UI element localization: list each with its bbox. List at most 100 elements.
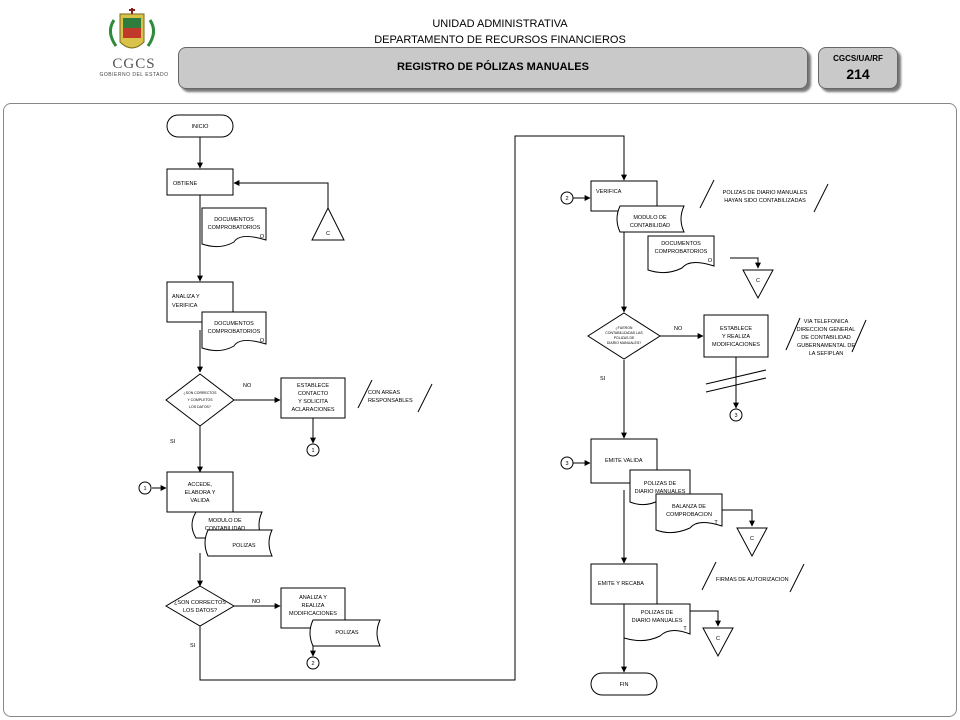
document-comprobatorios-1 <box>201 207 267 248</box>
note-polizas-line1: POLIZAS DE DIARIO MANUALES <box>723 190 808 196</box>
department-heading: DEPARTAMENTO DE RECURSOS FINANCIEROS <box>374 34 626 46</box>
polizas-1-label: POLIZAS <box>232 543 256 549</box>
analiza-realiza-line1: ANALIZA Y <box>299 595 327 601</box>
process-establece-realiza <box>703 314 769 358</box>
note-tel-line2: DIRECCION GENERAL <box>797 327 856 333</box>
logo-name: CGCS <box>112 56 156 72</box>
document-3-line2: COMPROBATORIOS <box>655 249 708 255</box>
decision-1-si: SI <box>170 439 176 445</box>
document-1-line1: DOCUMENTOS <box>214 217 254 223</box>
document-comprobatorios-3 <box>647 235 715 274</box>
document-2-line2: COMPROBATORIOS <box>208 329 261 335</box>
establece-2-line2: Y REALIZA <box>722 334 750 340</box>
note-firmas-bracket-left <box>701 561 717 591</box>
decision-2-no: NO <box>252 599 261 605</box>
decision-3-line1: ¿FUERON <box>616 326 633 330</box>
connector-2 <box>306 656 320 670</box>
analiza-realiza-line2: REALIZA <box>302 603 325 609</box>
decision-1 <box>165 373 235 427</box>
analiza-realiza-line3: MODIFICACIONES <box>289 611 337 617</box>
coat-of-arms-icon <box>109 8 155 49</box>
unit-heading: UNIDAD ADMINISTRATIVA <box>432 18 568 30</box>
decision-2 <box>165 585 235 627</box>
note-areas-line2: RESPONSABLES <box>368 398 413 404</box>
balanza-line2: COMPROBACION <box>666 512 712 518</box>
establece-line1: ESTABLECE <box>297 383 329 389</box>
document-polizas-diario-2 <box>623 603 691 642</box>
storage-polizas-1 <box>204 529 273 557</box>
polizas-3-line2: DIARIO MANUALES <box>635 489 686 495</box>
polizas-3-line1: POLIZAS DE <box>644 481 677 487</box>
process-obtiene-label: OBTIENE <box>173 181 197 187</box>
decision-3-no: NO <box>674 326 683 332</box>
note-tel-bracket-left <box>785 317 801 351</box>
establece-line2: CONTACTO <box>298 391 329 397</box>
decision-1-line3: LOS DATOS? <box>189 405 211 409</box>
process-analiza-line1: ANALIZA Y <box>172 294 200 300</box>
archive-2-label: C <box>756 278 760 284</box>
flow-break-line-2 <box>705 377 767 393</box>
connector-1-return-label: 1 <box>143 486 146 492</box>
accede-line2: ELABORA Y <box>185 490 216 496</box>
logo <box>92 8 172 80</box>
document-2-copy: O <box>260 338 265 344</box>
process-obtiene <box>166 168 234 196</box>
code-box: CGCS/UA/RF 214 <box>818 47 898 89</box>
archive-triangle-3 <box>736 527 768 558</box>
decision-1-line2: Y COMPLETOS <box>187 398 213 402</box>
balanza-line1: BALANZA DE <box>672 504 706 510</box>
polizas-4-line1: POLIZAS DE <box>641 610 674 616</box>
note-polizas-line2: HAYAN SIDO CONTABILIZADAS <box>724 198 806 204</box>
archive-triangle-1 <box>311 206 345 241</box>
emite-valida-label: EMITE VALIDA <box>605 458 643 464</box>
connector-1 <box>306 443 320 457</box>
note-tel-bracket-right <box>851 319 867 353</box>
archive-1-label: C <box>326 231 330 237</box>
page-number: 214 <box>846 66 870 82</box>
note-areas-line1: CON AREAS <box>368 390 400 396</box>
balanza-copy: T <box>714 520 718 526</box>
connector-2-return-label: 2 <box>565 196 568 202</box>
accede-line1: ACCEDE, <box>188 482 213 488</box>
establece-line3: Y SOLICITA <box>298 399 328 405</box>
polizas-4-copy: T <box>683 626 687 632</box>
process-verifica-label: VERIFICA <box>596 189 622 195</box>
note-tel-line1: VIA TELEFONICA <box>804 319 849 325</box>
note-tel-line3: DE CONTABILIDAD <box>801 335 850 341</box>
connector-3-return <box>560 456 574 470</box>
process-establece-contacto <box>280 377 346 419</box>
note-bracket-right <box>417 383 433 413</box>
end-terminator <box>590 672 658 696</box>
flow-break-line-1 <box>705 369 767 385</box>
decision-3-si: SI <box>600 376 606 382</box>
decision-1-no: NO <box>243 383 252 389</box>
modulo-1-line1: MODULO DE <box>208 518 242 524</box>
modulo-2-line1: MODULO DE <box>633 215 667 221</box>
polizas-2-label: POLIZAS <box>335 630 359 636</box>
logo-subtitle: GOBIERNO DEL ESTADO <box>99 72 169 78</box>
document-code: CGCS/UA/RF <box>833 54 883 63</box>
end-label: FIN <box>620 682 629 688</box>
connector-1-return <box>138 481 152 495</box>
decision-3-line3: POLIZAS DE <box>614 336 635 340</box>
note-tel-line5: LA SEFIPLAN <box>809 351 844 357</box>
document-2-line1: DOCUMENTOS <box>214 321 254 327</box>
page-title-bar: REGISTRO DE PÓLIZAS MANUALES <box>178 47 808 89</box>
establece-line4: ACLARACIONES <box>291 407 334 413</box>
connector-2-return <box>560 191 574 205</box>
modulo-1-line2: CONTABILIDAD <box>205 526 245 532</box>
decision-3 <box>587 312 661 360</box>
decision-2-si: SI <box>190 643 196 649</box>
document-1-line2: COMPROBATORIOS <box>208 225 261 231</box>
note-firmas-bracket-right <box>789 563 805 593</box>
archive-triangle-4 <box>702 627 734 658</box>
decision-1-line1: ¿SON CORRECTOS <box>184 391 218 395</box>
process-emite-recaba <box>590 563 658 605</box>
start-terminator <box>166 114 234 138</box>
connector-1-label: 1 <box>311 448 314 454</box>
emite-recaba-label: EMITE Y RECABA <box>598 581 644 587</box>
archive-3-label: C <box>750 536 754 542</box>
connector-3-label: 3 <box>734 413 737 419</box>
decision-2-line1: ¿SON CORRECTOS <box>174 600 226 606</box>
